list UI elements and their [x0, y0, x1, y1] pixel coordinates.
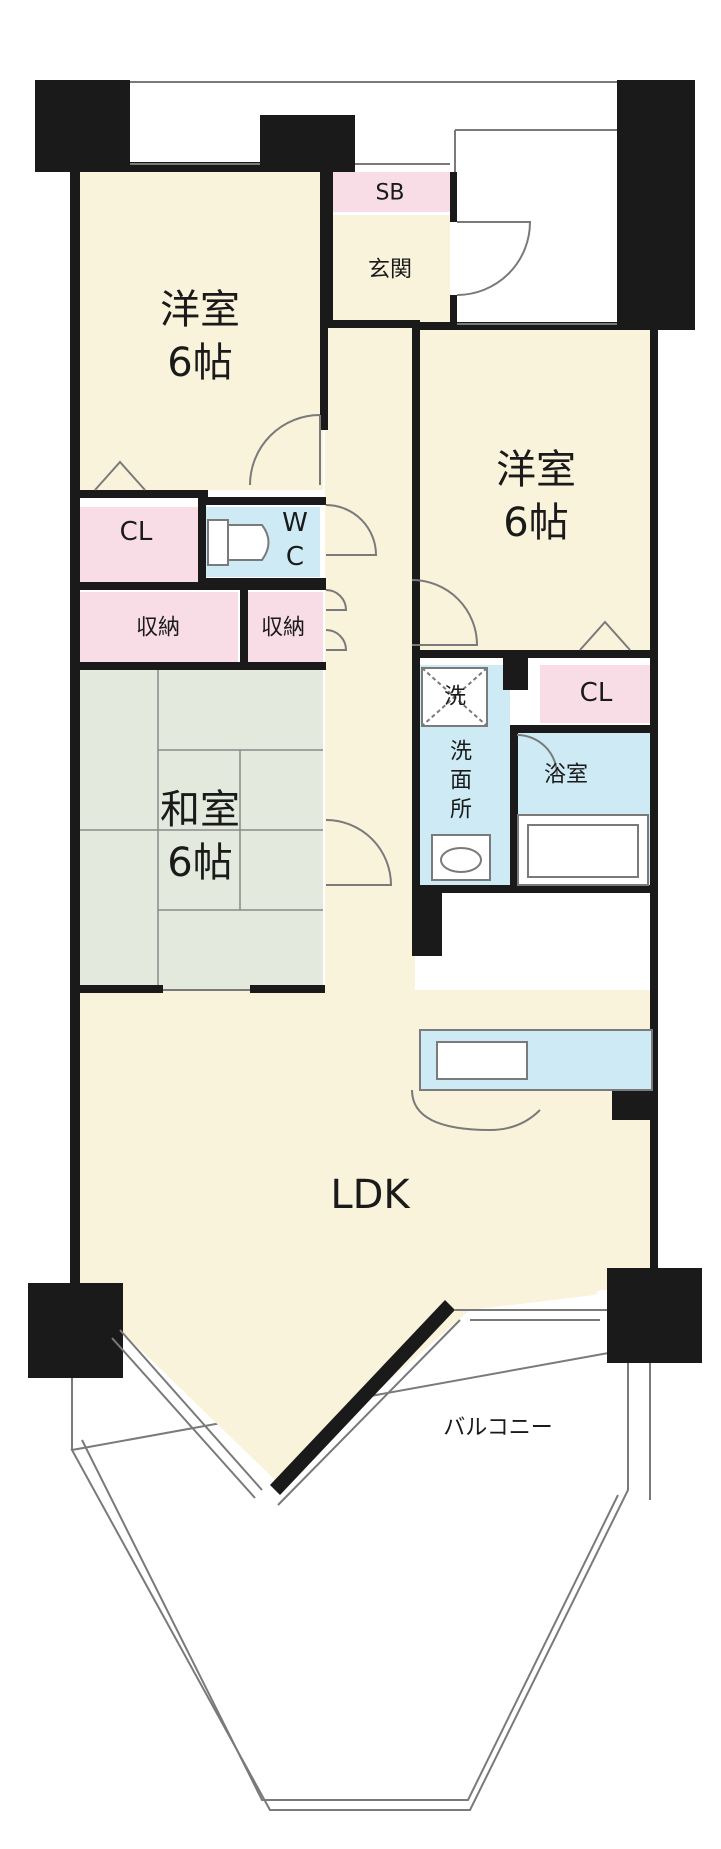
closet-2-floor	[540, 665, 653, 723]
bathroom-label: 浴室	[544, 763, 588, 788]
ldk-floor	[78, 990, 655, 1480]
closet-1-label: CL	[120, 517, 153, 547]
western-room-1-name: 洋室	[160, 287, 240, 333]
japanese-room-size: 6帖	[167, 840, 232, 886]
fixtures	[207, 519, 653, 1091]
corridor-floor	[325, 320, 415, 1000]
balcony-label: バルコニー	[443, 1416, 553, 1441]
toilet-label-w: W	[282, 508, 308, 538]
washroom-label-1: 洗	[450, 740, 472, 765]
entrance-label: 玄関	[368, 258, 412, 283]
tatami-lines	[78, 670, 323, 990]
shoe-box-floor	[330, 172, 450, 212]
western-room-2-name: 洋室	[496, 447, 576, 493]
western-room-1-size: 6帖	[167, 340, 232, 386]
closet-1-floor	[78, 507, 198, 582]
storage-2-floor	[248, 592, 323, 662]
western-room-2-size: 6帖	[503, 500, 568, 546]
western-room-1-floor	[78, 170, 323, 490]
walls	[28, 80, 702, 1495]
storage-1-floor	[78, 592, 238, 662]
washroom-label-2: 面	[450, 769, 472, 794]
closet-2-label: CL	[580, 678, 613, 708]
labels: 洋室 6帖 洋室 6帖 和室 6帖 LDK SB 玄関 CL W C 収納 収納…	[120, 181, 613, 1441]
door-swings	[94, 221, 631, 1132]
washing-machine-label: 洗	[444, 685, 466, 710]
ldk-label: LDK	[330, 1172, 411, 1218]
shoe-box-label: SB	[375, 181, 404, 206]
storage-2-label: 収納	[261, 616, 305, 641]
storage-1-label: 収納	[136, 616, 180, 641]
entrance-floor	[330, 215, 450, 325]
toilet-label-c: C	[286, 542, 304, 572]
washroom-label-3: 所	[450, 798, 472, 823]
western-room-2-floor	[418, 330, 653, 650]
japanese-room-name: 和室	[160, 787, 240, 833]
windows	[111, 81, 617, 1506]
room-fills	[78, 170, 655, 1480]
